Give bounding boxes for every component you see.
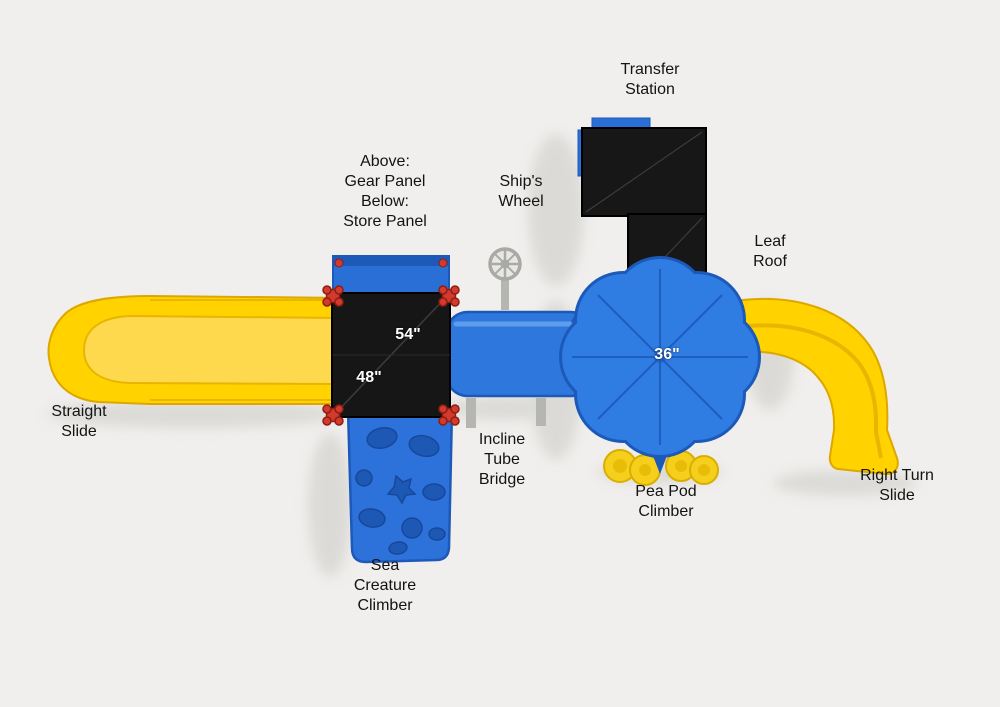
main-deck: [331, 292, 451, 418]
measurement-leaf: 36": [654, 346, 680, 363]
pea-pod-climber: [603, 449, 719, 486]
label-ships-wheel: Ship's Wheel: [498, 173, 544, 210]
straight-slide: [47, 294, 347, 405]
leaf-roof: [559, 256, 761, 474]
sea-creature-climber: [346, 408, 454, 564]
measurement-deck-lower: 48": [356, 369, 382, 386]
label-pea-pod-climber: Pea Pod Climber: [635, 483, 697, 520]
label-leaf-roof: Leaf Roof: [753, 233, 787, 270]
label-straight-slide: Straight Slide: [51, 403, 107, 440]
label-transfer-station: Transfer Station: [620, 61, 680, 98]
gear-store-panel: [332, 255, 450, 297]
measurement-deck-upper: 54": [395, 326, 421, 343]
deck-connectors: [322, 285, 460, 426]
label-right-turn-slide: Right Turn Slide: [860, 467, 934, 504]
ships-wheel: [488, 247, 522, 310]
label-gear-store-panel: Above: Gear Panel Below: Store Panel: [343, 153, 427, 230]
right-turn-slide: [741, 297, 899, 476]
label-sea-creature-climber: Sea Creature Climber: [353, 557, 417, 614]
label-incline-tube-bridge: Incline Tube Bridge: [478, 431, 526, 488]
